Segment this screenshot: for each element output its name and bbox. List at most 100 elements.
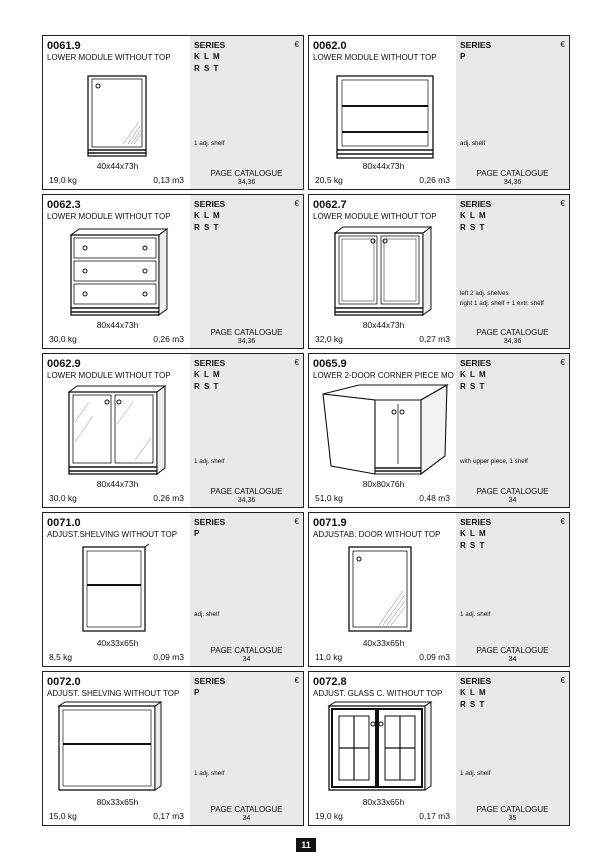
catalogue-pages: 34 — [508, 656, 517, 663]
product-note: 1 adj. shelf — [194, 770, 225, 777]
product-title: LOWER 2-DOOR CORNER PIECE MO — [313, 371, 454, 380]
catalogue-pages: 34,36 — [503, 179, 522, 186]
dimensions: 40x33x65h — [362, 638, 405, 648]
series-label: SERIES — [194, 676, 226, 686]
euro-icon: € — [294, 517, 299, 526]
product-grid: 0061.9 LOWER MODULE WITHOUT TOP 40x44x73… — [42, 35, 570, 835]
product-note: adj. shelf — [194, 611, 220, 618]
product-title: LOWER MODULE WITHOUT TOP — [313, 53, 437, 62]
catalogue-label: PAGE CATALOGUE — [476, 646, 549, 655]
glass-wall-cabinet-icon — [327, 701, 433, 791]
catalogue-pages: 34 — [508, 497, 517, 504]
product-title: LOWER MODULE WITHOUT TOP — [47, 53, 171, 62]
weight: 11,0 kg — [315, 652, 343, 662]
product-title: LOWER MODULE WITHOUT TOP — [47, 212, 171, 221]
double-door-cabinet-icon — [67, 385, 167, 475]
product-code: 0072.8 — [313, 676, 347, 688]
weight: 30,0 kg — [49, 493, 77, 503]
series-label: SERIES — [194, 199, 226, 209]
product-card: 0062.0 LOWER MODULE WITHOUT TOP 80x44x73… — [308, 35, 570, 190]
catalogue-label: PAGE CATALOGUE — [210, 487, 283, 496]
catalogue-pages: 34 — [242, 815, 251, 822]
dimensions: 40x44x73h — [96, 161, 139, 171]
product-code: 0061.9 — [47, 40, 81, 52]
corner-cabinet-icon — [322, 384, 450, 476]
weight: 15,0 kg — [49, 811, 77, 821]
product-note: left 2 adj. shelves right 1 adj. shelf +… — [460, 290, 544, 307]
single-door-cabinet-icon — [87, 75, 147, 157]
info-panel: SERIES K L M R S T € with upper piece, 1… — [456, 354, 569, 507]
product-note: adj. shelf — [460, 140, 486, 147]
product-code: 0072.0 — [47, 676, 81, 688]
product-code: 0062.0 — [313, 40, 347, 52]
catalogue-pages: 34,36 — [237, 497, 256, 504]
dimensions: 80x33x65h — [362, 797, 405, 807]
series-list: K L M R S T — [460, 688, 487, 709]
catalogue-pages: 34,36 — [237, 179, 256, 186]
series-label: SERIES — [460, 358, 492, 368]
dimensions: 80x44x73h — [96, 320, 139, 330]
info-panel: SERIES P € adj. shelf PAGE CATALOGUE 34,… — [456, 36, 569, 189]
product-note: with upper piece, 1 shelf — [460, 458, 528, 465]
series-list: P — [460, 52, 467, 61]
weight: 30,0 kg — [49, 334, 77, 344]
catalogue-pages: 34,36 — [503, 338, 522, 345]
info-panel: SERIES K L M R S T € left 2 adj. shelves… — [456, 195, 569, 348]
info-panel: SERIES K L M R S T € PAGE CATALOGUE 34,3… — [190, 195, 303, 348]
series-list: K L M R S T — [194, 370, 221, 391]
euro-icon: € — [294, 199, 299, 208]
info-panel: SERIES P € 1 adj. shelf PAGE CATALOGUE 3… — [190, 672, 303, 825]
series-label: SERIES — [460, 676, 492, 686]
series-label: SERIES — [194, 358, 226, 368]
page-number: 11 — [296, 838, 316, 852]
dimensions: 80x44x73h — [362, 161, 405, 171]
weight: 20,5 kg — [315, 175, 343, 185]
product-code: 0062.7 — [313, 199, 347, 211]
dimensions: 80x44x73h — [96, 479, 139, 489]
product-title: LOWER MODULE WITHOUT TOP — [313, 212, 437, 221]
product-card: 0065.9 LOWER 2-DOOR CORNER PIECE MO 80x8… — [308, 353, 570, 508]
series-list: K L M R S T — [460, 211, 487, 232]
euro-icon: € — [294, 40, 299, 49]
weight: 32,0 kg — [315, 334, 343, 344]
info-panel: SERIES K L M R S T € 1 adj. shelf PAGE C… — [190, 36, 303, 189]
euro-icon: € — [560, 676, 565, 685]
series-list: P — [194, 529, 201, 538]
product-card: 0062.3 LOWER MODULE WITHOUT TOP 80x44x73… — [42, 194, 304, 349]
wall-single-door-icon — [348, 546, 412, 632]
weight: 19,0 kg — [49, 175, 77, 185]
wide-shelving-icon — [57, 701, 163, 791]
product-card: 0071.0 ADJUST.SHELVING WITHOUT TOP 40x33… — [42, 512, 304, 667]
catalogue-pages: 34 — [242, 656, 251, 663]
catalogue-label: PAGE CATALOGUE — [476, 487, 549, 496]
product-note: 1 adj. shelf — [460, 770, 491, 777]
euro-icon: € — [294, 676, 299, 685]
catalogue-label: PAGE CATALOGUE — [210, 805, 283, 814]
dimensions: 80x44x73h — [362, 320, 405, 330]
product-note: 1 adj. shelf — [194, 458, 225, 465]
series-label: SERIES — [194, 517, 226, 527]
series-list: P — [194, 688, 201, 697]
euro-icon: € — [560, 40, 565, 49]
volume: 0,17 m3 — [153, 811, 184, 821]
series-list: K L M R S T — [460, 370, 487, 391]
volume: 0,27 m3 — [419, 334, 450, 344]
catalogue-label: PAGE CATALOGUE — [210, 169, 283, 178]
info-panel: SERIES K L M R S T € 1 adj. shelf PAGE C… — [456, 513, 569, 666]
catalogue-label: PAGE CATALOGUE — [210, 328, 283, 337]
info-panel: SERIES K L M R S T € 1 adj. shelf PAGE C… — [190, 354, 303, 507]
euro-icon: € — [560, 517, 565, 526]
product-card: 0061.9 LOWER MODULE WITHOUT TOP 40x44x73… — [42, 35, 304, 190]
glass-double-door-cabinet-icon — [333, 226, 433, 316]
product-code: 0062.9 — [47, 358, 81, 370]
series-list: K L M R S T — [460, 529, 487, 550]
product-card: 0071.9 ADJUSTAB. DOOR WITHOUT TOP 40x33x… — [308, 512, 570, 667]
catalogue-label: PAGE CATALOGUE — [476, 328, 549, 337]
euro-icon: € — [294, 358, 299, 367]
euro-icon: € — [560, 199, 565, 208]
weight: 19,0 kg — [315, 811, 343, 821]
product-code: 0062.3 — [47, 199, 81, 211]
catalogue-label: PAGE CATALOGUE — [476, 805, 549, 814]
volume: 0,09 m3 — [419, 652, 450, 662]
product-title: ADJUST. SHELVING WITHOUT TOP — [47, 689, 180, 698]
